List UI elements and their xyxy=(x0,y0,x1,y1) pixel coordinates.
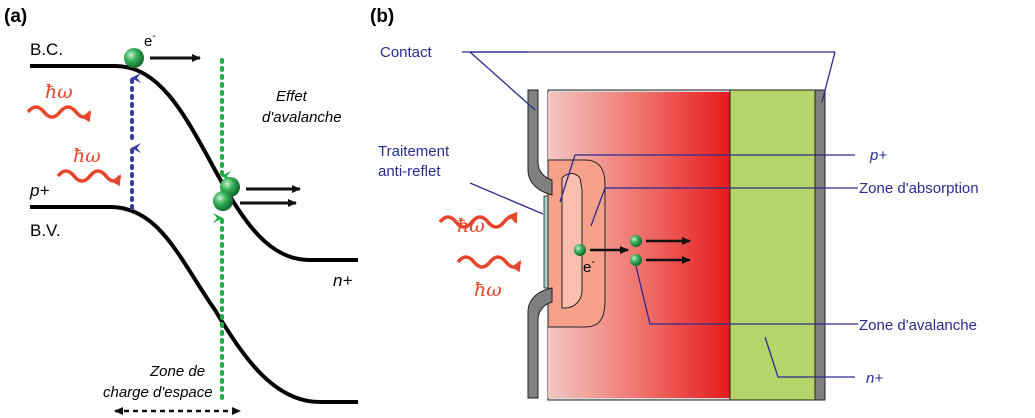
absorption-callout-line xyxy=(590,187,858,227)
space-charge-label-line2: charge d'espace xyxy=(103,384,213,401)
left-contact xyxy=(527,287,553,399)
photon-label: ħω xyxy=(73,145,101,167)
space-charge-label-line1: Zone de xyxy=(149,363,205,380)
electron-label: e- xyxy=(144,31,156,50)
p-plus-label: p+ xyxy=(869,147,887,164)
electron-icon xyxy=(630,235,642,247)
p-region-label: p+ xyxy=(29,181,49,200)
electron-icon xyxy=(124,48,144,68)
absorption-zone-label: Zone d'absorption xyxy=(859,180,979,197)
avalanche-callout-line xyxy=(635,265,858,325)
photon-wave-icon xyxy=(26,105,92,123)
contact-label: Contact xyxy=(380,44,433,61)
left-contact xyxy=(527,89,553,196)
avalanche-effect-label-line2: d'avalanche xyxy=(262,109,342,126)
valence-band-curve xyxy=(30,205,358,404)
anti-reflect-label-line1: Traitement xyxy=(378,143,450,160)
n-region-label: n+ xyxy=(333,271,352,290)
contact-callout-line xyxy=(469,51,536,111)
conduction-band-curve xyxy=(30,64,358,262)
electron-icon xyxy=(630,254,642,266)
photon-label: ħω xyxy=(457,215,485,237)
panel-b-tag: (b) xyxy=(370,6,394,27)
photon-wave-icon xyxy=(56,169,122,187)
conduction-band-label: B.C. xyxy=(30,40,63,59)
electron-icon xyxy=(574,244,586,256)
valence-band-label: B.V. xyxy=(30,221,61,240)
panel-a: (a) B.C. B.V. p+ n+ ħω ħω e- Effet d'ava… xyxy=(4,6,358,415)
absorption-region xyxy=(561,173,583,309)
n-plus-callout-line xyxy=(764,336,855,378)
anti-reflect-callout-line xyxy=(469,182,544,215)
electron-label: e- xyxy=(583,257,595,276)
photon-wave-icon xyxy=(438,211,518,229)
callout-lines xyxy=(462,51,858,378)
anti-reflect-coating xyxy=(543,195,549,289)
anti-reflect-label-line2: anti-reflet xyxy=(378,163,441,180)
photon-label: ħω xyxy=(474,279,502,301)
panel-a-tag: (a) xyxy=(4,6,27,27)
avalanche-effect-label-line1: Effet xyxy=(276,88,308,105)
photon-label: ħω xyxy=(45,81,73,103)
panel-b: (b) e- ħω ħω xyxy=(370,6,979,401)
photon-wave-icon xyxy=(456,255,522,273)
p-plus-callout-line xyxy=(559,154,855,203)
electron-icon xyxy=(213,191,233,211)
right-contact xyxy=(814,89,826,401)
avalanche-zone-label: Zone d'avalanche xyxy=(859,317,977,334)
n-plus-layer xyxy=(729,89,816,401)
contact-callout-line xyxy=(821,51,836,103)
n-plus-label-b: n+ xyxy=(866,370,883,387)
